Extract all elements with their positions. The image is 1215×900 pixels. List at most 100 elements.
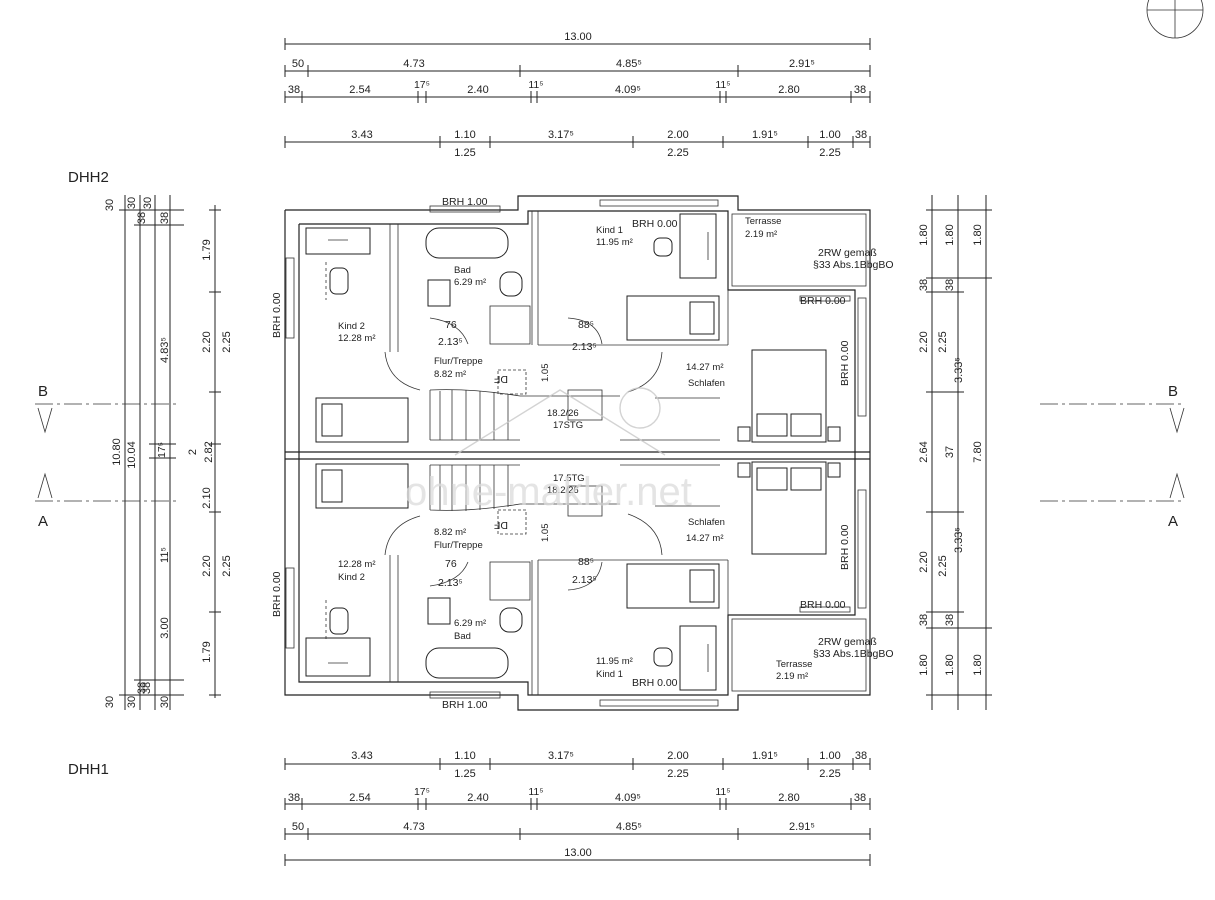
dim-label: 2.25 — [819, 147, 840, 159]
height-label: 1.05 — [540, 524, 551, 543]
sink-icon — [427, 279, 451, 307]
room-area: 6.29 m² — [454, 277, 486, 288]
dim-label: 2.25 — [667, 768, 688, 780]
brh-label: BRH 1.00 — [442, 196, 488, 208]
room-area: 8.82 m² — [434, 369, 466, 380]
room-name-kind2: Kind 2 — [338, 572, 365, 583]
df-label: DF — [494, 373, 508, 385]
stair-label: 18.2/26 — [547, 485, 579, 496]
dim-label: 2.00 — [667, 750, 688, 762]
bottom-dimension-chains: 3.43 1.10 3.17⁵ 2.00 1.91⁵ 1.00 38 1.25 … — [284, 750, 871, 866]
dim-label: 30 — [104, 696, 116, 708]
dim-label: 50 — [292, 821, 304, 833]
dim-label: 37 — [944, 446, 956, 458]
dim-label: 38 — [288, 84, 300, 96]
dim-label: 1.91⁵ — [752, 750, 778, 762]
section-marker-b-left: B — [35, 383, 180, 434]
room-area: 2.19 m² — [776, 671, 808, 682]
dim-label: 2.64 — [918, 441, 930, 462]
dim-label: 38 — [136, 682, 148, 694]
toilet-icon — [499, 271, 523, 297]
building-walls — [284, 195, 871, 711]
note-label: §33 Abs.1BbgBO — [813, 259, 894, 271]
dim-label: 4.85⁵ — [616, 58, 642, 70]
room-name-bad: Bad — [454, 265, 471, 276]
dim-label: 2 — [187, 449, 199, 455]
dim-label: 2.25 — [221, 555, 233, 576]
room-area: 2.19 m² — [745, 229, 777, 240]
bathtub-icon — [425, 227, 509, 259]
dim-label: 38 — [288, 792, 300, 804]
dim-label: 2.25 — [819, 768, 840, 780]
brh-label: BRH 1.00 — [442, 699, 488, 711]
dim-label: 1.25 — [454, 147, 475, 159]
dim-label: 2.20 — [918, 551, 930, 572]
brh-label: BRH 0.00 — [271, 292, 283, 338]
dim-label: 38 — [159, 212, 171, 224]
dim-label: 2.20 — [918, 331, 930, 352]
dim-label: 11⁵ — [159, 547, 171, 563]
windows — [285, 199, 867, 707]
dim-label: 11⁵ — [715, 79, 730, 91]
room-area: 12.28 m² — [338, 333, 376, 344]
dim-label: 2.54 — [349, 84, 370, 96]
section-label: A — [38, 513, 48, 530]
dim-label: 1.25 — [454, 768, 475, 780]
dim-label: 2.20 — [201, 331, 213, 352]
unit-label-dhh1: DHH1 — [68, 761, 109, 778]
dim-label: 4.09⁵ — [615, 84, 641, 96]
bathtub-icon — [425, 647, 509, 679]
room-name-terrasse: Terrasse — [776, 659, 812, 670]
dim-label: 30 — [126, 197, 138, 209]
room-name-flur: Flur/Treppe — [434, 356, 483, 367]
stair-label: 18.2/26 — [547, 408, 579, 419]
dim-label: 1.80 — [972, 654, 984, 675]
dim-label: 2.54 — [349, 792, 370, 804]
room-area: 14.27 m² — [686, 362, 724, 373]
furniture-lower — [305, 461, 841, 691]
dim-label: 1.80 — [972, 224, 984, 245]
watermark-text: ohne-makler.net — [405, 470, 692, 514]
room-labels-lower: 17.5TG 18.2/26 Schlafen 14.27 m² 8.82 m²… — [271, 473, 894, 711]
dim-label: 2.91⁵ — [789, 821, 815, 833]
stair-label: 17.5TG — [553, 473, 585, 484]
top-dimension-chains: 13.00 50 4.73 4.85⁵ 2.91⁵ 38 2.54 17⁵ 2.… — [284, 31, 871, 159]
note-label: 2RW gemaß — [818, 247, 877, 259]
dim-label: 1.10 — [454, 750, 475, 762]
sink-icon — [427, 597, 451, 625]
staircase — [429, 369, 620, 535]
door-swings — [384, 317, 663, 591]
brh-label: BRH 0.00 — [800, 295, 846, 307]
dim-label: 38 — [918, 279, 930, 291]
dim-label: 17⁵ — [156, 442, 168, 458]
dim-label: 4.09⁵ — [615, 792, 641, 804]
note-label: §33 Abs.1BbgBO — [813, 648, 894, 660]
stair-label: 17STG — [553, 420, 583, 431]
dim-total-bottom: 13.00 — [564, 847, 592, 859]
unit-label-dhh2: DHH2 — [68, 169, 109, 186]
dim-label: 2.25 — [221, 331, 233, 352]
height-label: 1.05 — [540, 364, 551, 383]
dim-label: 2.25 — [667, 147, 688, 159]
dim-label: 30 — [126, 696, 138, 708]
room-name-kind1: Kind 1 — [596, 225, 623, 236]
furniture-upper — [305, 213, 841, 443]
dim-label: 4.85⁵ — [616, 821, 642, 833]
dim-label: 1.79 — [201, 641, 213, 662]
dim-label: 3.43 — [351, 750, 372, 762]
dim-label: 17⁵ — [414, 786, 430, 798]
brh-label: BRH 0.00 — [632, 218, 678, 230]
right-dimension-chains: 1.80 38 2.20 2.64 2.20 38 1.80 1.80 38 2… — [918, 195, 992, 710]
watermark: ohne-makler.net — [405, 387, 692, 514]
room-name-schlafen: Schlafen — [688, 378, 725, 389]
dim-label: 1.00 — [819, 750, 840, 762]
dim-label: 3.43 — [351, 129, 372, 141]
dim-label: 1.80 — [918, 654, 930, 675]
df-label: DF — [494, 519, 508, 531]
brh-label: BRH 0.00 — [632, 677, 678, 689]
door-height: 2.13⁵ — [572, 341, 597, 353]
room-area: 11.95 m² — [596, 237, 633, 248]
door-height: 2.13⁵ — [438, 336, 463, 348]
dim-label: 38 — [141, 682, 153, 694]
dim-label: 38 — [854, 84, 866, 96]
